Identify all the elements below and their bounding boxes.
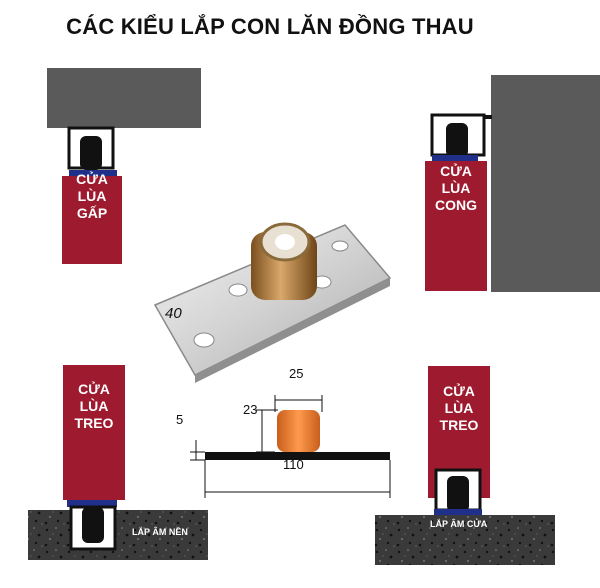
- dimension-drawing: [190, 395, 391, 498]
- plate-hole: [193, 332, 215, 348]
- roller-profile: [277, 410, 320, 452]
- top-right-assembly: [425, 75, 600, 292]
- dimension-roller-height: 23: [243, 402, 258, 417]
- plate-edge: [195, 278, 390, 383]
- door-panel: [62, 176, 122, 264]
- diagram-title: CÁC KIỂU LẮP CON LĂN ĐỒNG THAU: [66, 14, 474, 39]
- roller-plate-photo: [153, 222, 392, 383]
- floor-label-right: LẮP ÂM CỬA: [430, 519, 488, 529]
- diagram-canvas: CÁC KIỂU LẮP CON LĂN ĐỒNG THAU: [28, 14, 600, 565]
- plate-hole: [228, 283, 248, 297]
- dimension-rail-length: 110: [283, 457, 304, 472]
- door-panel: [425, 161, 487, 291]
- ceiling-block: [47, 68, 201, 128]
- roller-axle: [275, 234, 295, 250]
- track-arm: [484, 115, 492, 119]
- mount-bracket: [67, 500, 117, 507]
- dimension-width-top: 25: [289, 366, 304, 381]
- mount-bracket: [69, 170, 117, 176]
- rail-profile: [205, 452, 390, 460]
- door-label-top-left: CỬA LÙA GẤP: [76, 171, 108, 221]
- door-panel: [63, 365, 125, 500]
- plate-hole: [331, 240, 349, 252]
- plate-size-label: 40: [165, 305, 182, 322]
- floor-label-left: LẮP ÂM NỀN: [132, 527, 188, 537]
- door-label-bottom-right: CỬA LÙA TREO: [439, 383, 479, 433]
- roller-wheel: [447, 476, 469, 512]
- door-label-top-right: CỬA LÙA CONG: [435, 163, 477, 213]
- mount-bracket: [432, 155, 478, 161]
- top-left-assembly: [47, 68, 201, 264]
- diagram-graphics: [28, 68, 600, 565]
- door-label-bottom-left: CỬA LÙA TREO: [74, 381, 114, 431]
- mount-bracket: [434, 509, 482, 515]
- wall-block: [491, 75, 600, 292]
- roller-wheel: [446, 123, 468, 157]
- dimension-rail-thickness: 5: [176, 412, 184, 427]
- roller-wheel: [82, 507, 104, 543]
- roller-wheel: [80, 136, 102, 170]
- bottom-right-assembly: [375, 366, 555, 565]
